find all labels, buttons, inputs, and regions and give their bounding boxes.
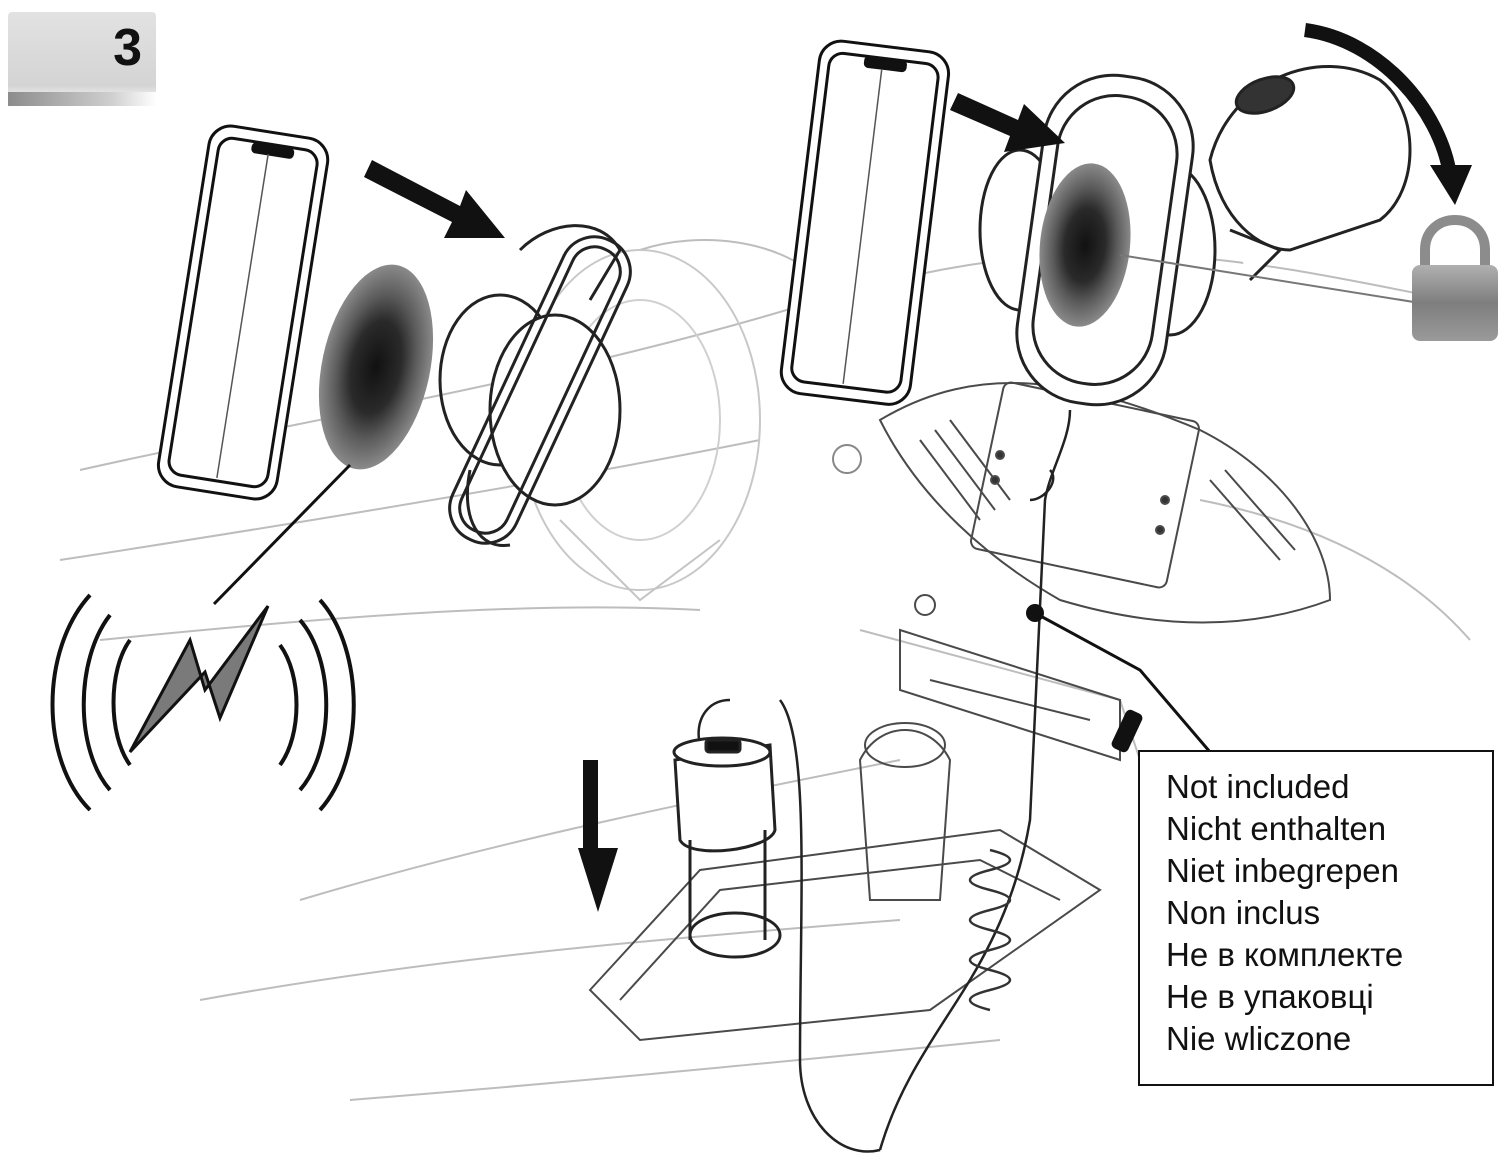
phone-left (156, 124, 330, 501)
gear-console (588, 722, 1102, 1042)
note-line-nl: Niet inbegrepen (1166, 852, 1399, 889)
step-badge: 3 (8, 12, 156, 106)
dashboard-console (878, 381, 1332, 762)
note-line-en: Not included (1166, 768, 1350, 805)
step-number: 3 (113, 19, 142, 77)
step-badge-underline (8, 92, 156, 106)
direction-arrow-icon (950, 93, 1065, 152)
cable-callout-line (1034, 611, 1212, 753)
note-line-pl: Nie wliczone (1166, 1020, 1352, 1057)
note-line-ru: Не в комплекте (1166, 936, 1404, 973)
padlock-icon (1412, 215, 1498, 341)
wireless-charging-pad-left (318, 264, 434, 470)
note-line-uk: Не в упаковці (1166, 978, 1374, 1015)
car-charger-adapter (672, 736, 782, 959)
pad-callout-line (212, 463, 352, 606)
direction-arrow-icon (578, 760, 618, 912)
phone-holder-left (438, 224, 632, 548)
note-line-fr: Non inclus (1166, 894, 1321, 931)
phone-right (779, 39, 951, 406)
suction-cup-mount (1208, 64, 1412, 282)
wireless-charging-icon (50, 593, 356, 812)
note-line-de: Nicht enthalten (1166, 810, 1387, 847)
wireless-charging-pad-right (1039, 163, 1131, 327)
cable-plug-end (1111, 709, 1143, 753)
not-included-note: Not included Nicht enthalten Niet inbegr… (1138, 750, 1494, 1086)
direction-arrow-icon (364, 160, 505, 238)
rotate-arrow-icon (1303, 23, 1472, 205)
